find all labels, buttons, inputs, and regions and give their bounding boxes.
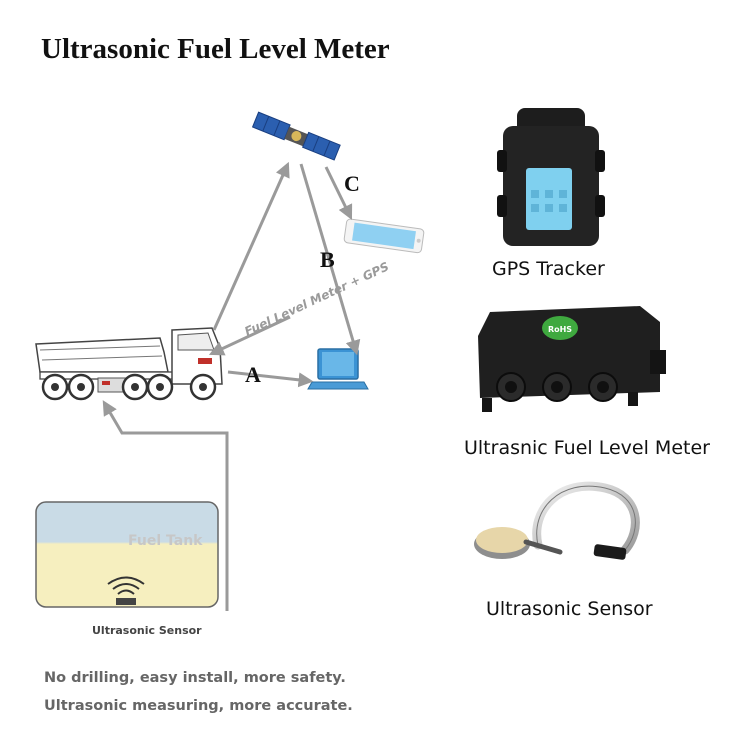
satellite-icon: [251, 111, 341, 161]
ultrasonic-sensor-device: [474, 481, 640, 560]
route-label-a: A: [245, 362, 261, 387]
slogan-line-2: Ultrasonic measuring, more accurate.: [44, 698, 353, 714]
fuel-tank-label: Fuel Tank: [128, 533, 203, 549]
arrow-satellite-to-laptop: [299, 163, 361, 356]
gps-tracker-caption: GPS Tracker: [492, 258, 605, 280]
signal-arrows: [102, 161, 361, 611]
rohs-badge-text: RoHS: [548, 325, 572, 334]
arrow-satellite-to-phone: [324, 166, 353, 221]
arrow-truck-to-satellite: [212, 161, 290, 331]
fuel-level-meter-device: RoHS: [478, 306, 666, 412]
arrow-meter-to-truck: [208, 315, 291, 356]
laptop-icon: [307, 348, 369, 390]
link-label: Fuel Level Meter + GPS: [242, 259, 391, 338]
truck-icon: [35, 327, 223, 401]
fuel-meter-mount: [198, 358, 212, 364]
slogan-line-1: No drilling, easy install, more safety.: [44, 670, 346, 686]
tank-sensor-label: Ultrasonic Sensor: [92, 624, 202, 637]
gps-tracker-device: [497, 108, 605, 246]
page-title: Ultrasonic Fuel Level Meter: [41, 33, 390, 65]
smartphone-icon: [343, 218, 425, 254]
wave-signal-icon: [107, 576, 145, 595]
fuel-meter-caption: Ultrasnic Fuel Level Meter: [464, 437, 710, 459]
arrow-sensor-to-truck: [102, 400, 229, 611]
ultrasonic-sensor-caption: Ultrasonic Sensor: [486, 598, 653, 620]
route-label-b: B: [320, 247, 335, 272]
fuel-tank: Fuel Tank: [35, 501, 219, 608]
arrow-truck-to-laptop: [227, 370, 314, 388]
route-label-c: C: [344, 171, 360, 196]
rohs-badge: [542, 316, 578, 340]
